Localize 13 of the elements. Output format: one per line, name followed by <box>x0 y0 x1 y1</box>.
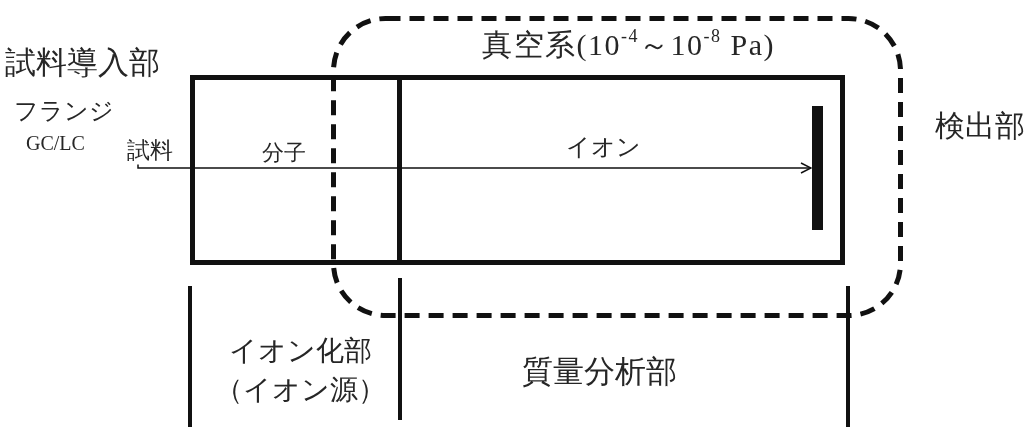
detector-plate <box>812 106 823 230</box>
section-label: 質量分析部 <box>522 353 677 391</box>
flow-label: 分子 <box>262 140 306 167</box>
region-title: 真空系(10$^{-4}$～10$^{-8}$ Pa) <box>482 27 775 63</box>
section-label: イオン化部（イオン源） <box>213 334 387 408</box>
flow-label: イオン <box>566 133 641 162</box>
part-label: GC/LC <box>26 131 85 155</box>
part-label: 検出部 <box>935 108 1025 144</box>
part-label: フランジ <box>14 97 114 126</box>
vacuum-region <box>331 16 903 318</box>
part-label: 試料導入部 <box>5 44 160 82</box>
flow-label: 試料 <box>127 137 173 165</box>
arrow <box>137 162 812 174</box>
